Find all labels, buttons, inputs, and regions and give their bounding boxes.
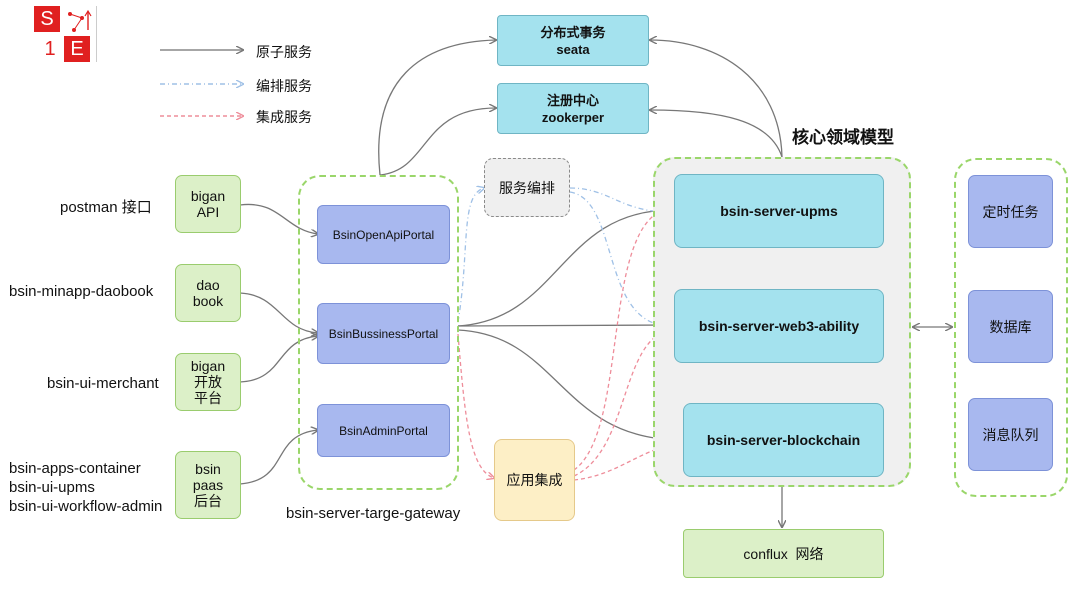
core-service-web3-ability: bsin-server-web3-ability <box>674 289 884 363</box>
infra-scheduler: 定时任务 <box>968 175 1053 248</box>
service-zookeeper-subtitle: zookerper <box>541 109 605 125</box>
portal-admin: BsinAdminPortal <box>317 404 450 457</box>
edge-business-to-upms <box>457 210 672 327</box>
client-box-paas-admin: bsin paas 后台 <box>175 451 241 519</box>
edge-orchestration-to-web3 <box>569 191 670 326</box>
logo-divider <box>96 6 97 62</box>
integration-box: 应用集成 <box>494 439 575 521</box>
infrastructure-group <box>954 158 1068 497</box>
edge-merchant-to-business <box>239 336 318 383</box>
client-box-line: book <box>192 293 224 309</box>
client-label-apps-container: bsin-apps-container <box>9 460 141 477</box>
edge-bigan-api-to-openapi <box>239 203 318 234</box>
infra-database: 数据库 <box>968 290 1053 363</box>
client-label-ui-upms: bsin-ui-upms <box>9 479 95 496</box>
edge-business-to-orchestration <box>457 188 484 323</box>
edge-core-to-zookeeper <box>650 110 783 158</box>
edge-gateway-to-seata <box>378 40 496 176</box>
client-label-merchant: bsin-ui-merchant <box>47 375 159 392</box>
edge-integration-to-upms <box>573 208 670 471</box>
client-label-daobook: bsin-minapp-daobook <box>9 283 154 300</box>
client-box-line: API <box>196 204 220 220</box>
logo-1-char: 1 <box>44 37 56 60</box>
client-label-postman: postman 接口 <box>60 199 152 216</box>
client-box-line: 平台 <box>194 390 222 406</box>
legend-label-integration: 集成服务 <box>256 109 312 125</box>
client-box-open-platform: bigan 开放 平台 <box>175 353 241 411</box>
client-box-line: 后台 <box>194 493 222 509</box>
edge-gateway-to-zookeeper <box>379 108 496 176</box>
infra-message-queue: 消息队列 <box>968 398 1053 471</box>
edge-business-to-integration <box>457 333 494 478</box>
client-box-bigan-api: bigan API <box>175 175 241 233</box>
edge-business-to-blockchain <box>457 329 682 440</box>
portal-business: BsinBussinessPortal <box>317 303 450 364</box>
logo-e-tile: E <box>64 36 90 62</box>
service-zookeeper-title: 注册中心 <box>546 92 599 108</box>
client-box-line: bigan <box>190 188 226 204</box>
edge-business-to-web3 <box>457 325 672 326</box>
edge-orchestration-to-upms <box>569 187 670 212</box>
edge-core-to-seata <box>650 40 783 158</box>
legend-label-atomic: 原子服务 <box>256 44 312 60</box>
gateway-group <box>298 175 459 490</box>
edge-daobook-to-business <box>239 292 318 333</box>
edge-paas-to-admin <box>239 430 318 485</box>
client-box-daobook: dao book <box>175 264 241 322</box>
service-seata-title: 分布式事务 <box>540 24 606 40</box>
client-box-line: 开放 <box>194 374 222 390</box>
client-box-line: dao <box>196 277 220 293</box>
client-label-workflow-admin: bsin-ui-workflow-admin <box>9 498 163 515</box>
logo: S 1 E <box>34 6 100 64</box>
client-box-line: bigan <box>190 358 226 374</box>
gateway-label: bsin-server-targe-gateway <box>286 505 461 522</box>
logo-nodes-icon <box>68 9 92 32</box>
portal-openapi: BsinOpenApiPortal <box>317 205 450 264</box>
legend-label-orchestration: 编排服务 <box>256 78 312 94</box>
core-service-blockchain: bsin-server-blockchain <box>683 403 884 477</box>
logo-s-tile: S <box>34 6 60 32</box>
service-zookeeper: 注册中心 zookerper <box>497 83 649 134</box>
service-seata: 分布式事务 seata <box>497 15 649 66</box>
core-service-upms: bsin-server-upms <box>674 174 884 248</box>
service-seata-subtitle: seata <box>556 41 590 57</box>
core-title: 核心领域模型 <box>792 128 894 147</box>
network-conflux: conflux 网络 <box>683 529 884 578</box>
client-box-line: bsin <box>195 461 221 477</box>
client-box-line: paas <box>192 477 224 493</box>
orchestration-box: 服务编排 <box>484 158 570 217</box>
